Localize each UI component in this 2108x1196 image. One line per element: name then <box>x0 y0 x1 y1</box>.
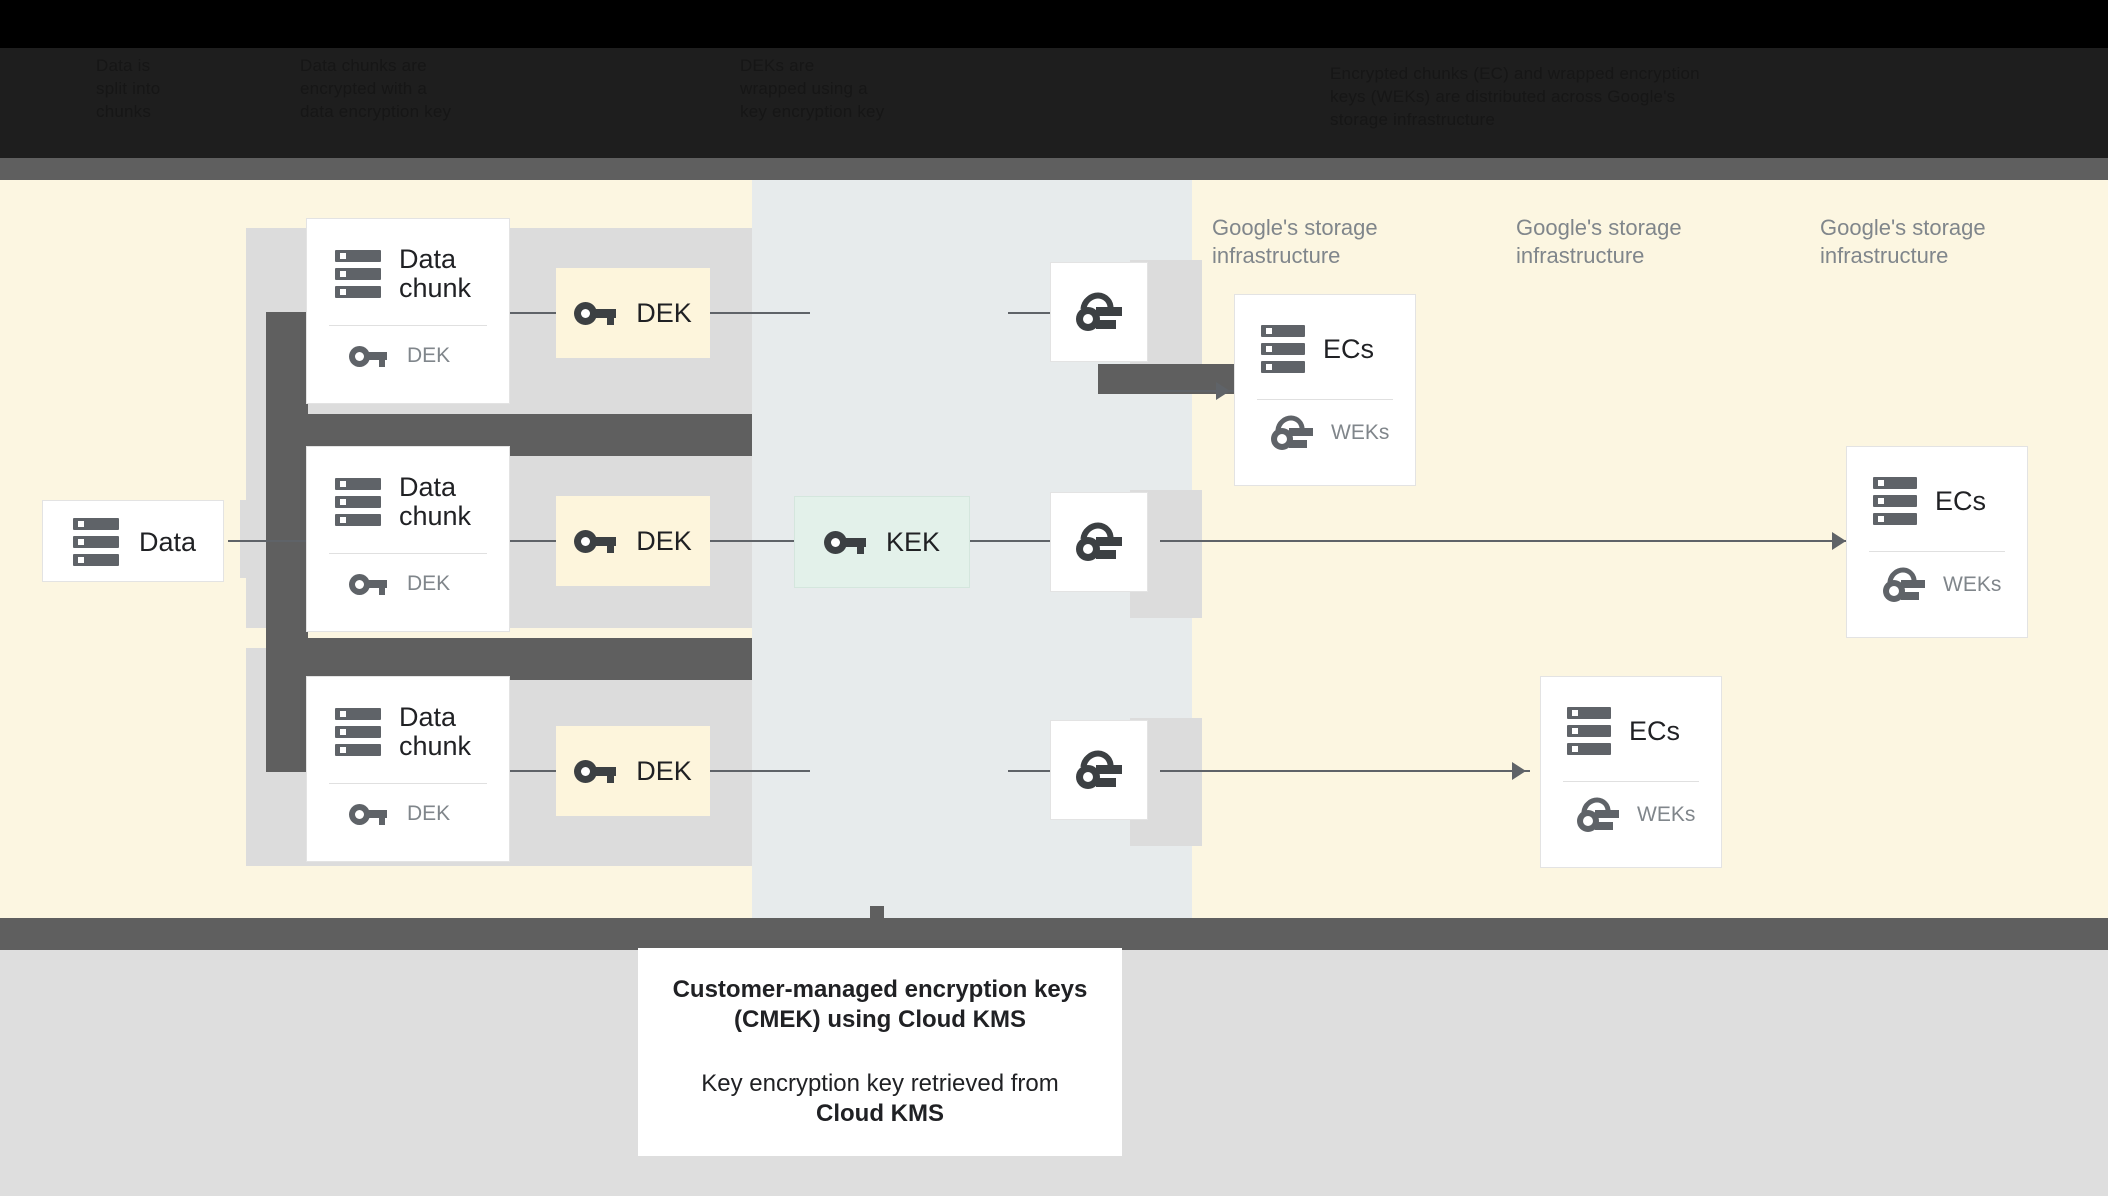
wrapped-key-icon <box>1575 791 1619 833</box>
card-data-chunk-2[interactable]: Data chunk DEK <box>306 446 510 632</box>
card-storage-key-label: WEKs <box>1637 803 1696 826</box>
caption-body-line2: Cloud KMS <box>816 1100 944 1127</box>
server-icon <box>335 250 381 298</box>
card-data-chunk-label: Data chunk <box>399 244 472 303</box>
annotation-text-4: Encrypted chunks (EC) and wrapped encryp… <box>1330 64 1700 129</box>
annotation-text-2: Data chunks are encrypted with a data en… <box>300 56 452 121</box>
key-icon <box>574 301 617 325</box>
chip-dek-label: DEK <box>636 755 692 786</box>
card-storage-1[interactable]: ECs WEKs <box>1234 294 1416 486</box>
wrapped-key-icon <box>1073 515 1122 563</box>
connector-wek3-store3 <box>1160 770 1530 772</box>
connector-wek2-store2 <box>1160 540 1850 542</box>
card-data-chunk-label: Data chunk <box>399 472 472 531</box>
chip-wrapped-key-1[interactable] <box>1050 262 1148 362</box>
annotation-text-3: DEKs are wrapped using a key encryption … <box>740 56 885 121</box>
chip-kek-label: KEK <box>885 526 941 557</box>
server-icon <box>1261 325 1305 373</box>
card-storage-3[interactable]: ECs WEKs <box>1540 676 1722 868</box>
key-icon <box>574 759 617 783</box>
chip-wrapped-key-3[interactable] <box>1050 720 1148 820</box>
card-storage-label: ECs <box>1935 485 1987 516</box>
card-divider <box>1563 781 1699 782</box>
wrapped-key-icon <box>1881 561 1925 603</box>
card-data-chunk-1[interactable]: Data chunk DEK <box>306 218 510 404</box>
footer-grey-rule <box>0 918 2108 950</box>
caption-card: Customer-managed encryption keys (CMEK) … <box>638 948 1122 1156</box>
annotation-overlay-bar: Data is split into chunks Data chunks ar… <box>0 0 2108 170</box>
server-icon <box>335 708 381 756</box>
storage-label-2: Google's storage infrastructure <box>1516 215 1682 268</box>
card-storage-key-label: WEKs <box>1943 573 2002 596</box>
caption-body: Key encryption key retrieved from Cloud … <box>701 1069 1058 1129</box>
key-icon <box>574 529 617 553</box>
card-data-chunk-key-label: DEK <box>407 572 451 595</box>
wrapped-key-icon <box>1073 743 1122 791</box>
chip-dek-3[interactable]: DEK <box>556 726 710 816</box>
card-data-chunk-key-label: DEK <box>407 802 451 825</box>
caption-body-line1: Key encryption key retrieved from <box>701 1070 1059 1097</box>
overlay-bracket-arm-2 <box>266 638 752 680</box>
card-data-chunk-key-label: DEK <box>407 344 451 367</box>
arrow-store3 <box>1512 762 1526 780</box>
card-divider <box>329 325 487 326</box>
card-divider <box>329 783 487 784</box>
connector-kek-wek3 <box>1008 770 1050 772</box>
card-data-source[interactable]: Data <box>42 500 224 582</box>
chip-dek-label: DEK <box>636 525 692 556</box>
key-icon <box>349 803 387 825</box>
overlay-bracket-vertical <box>266 312 308 772</box>
card-data-chunk-label: Data chunk <box>399 702 472 761</box>
connector-kek-wek2 <box>968 540 1050 542</box>
chip-dek-2[interactable]: DEK <box>556 496 710 586</box>
server-icon <box>335 478 381 526</box>
chip-wrapped-key-2[interactable] <box>1050 492 1148 592</box>
annotation-overlay-band <box>0 48 2108 158</box>
server-icon <box>73 518 119 566</box>
card-data-chunk-3[interactable]: Data chunk DEK <box>306 676 510 862</box>
card-divider <box>329 553 487 554</box>
connector-wek1-store1 <box>1160 390 1234 392</box>
card-divider <box>1257 399 1393 400</box>
connector-dek3-wek <box>710 770 810 772</box>
arrow-store2 <box>1832 532 1846 550</box>
card-storage-label: ECs <box>1323 333 1375 364</box>
server-icon <box>1567 707 1611 755</box>
annotation-text-1: Data is split into chunks <box>96 56 161 121</box>
server-icon <box>1873 477 1917 525</box>
card-storage-label: ECs <box>1629 715 1681 746</box>
wrapped-key-icon <box>1073 285 1122 333</box>
card-divider <box>1869 551 2005 552</box>
caption-title: Customer-managed encryption keys (CMEK) … <box>672 976 1088 1033</box>
key-icon <box>349 345 387 367</box>
card-storage-2[interactable]: ECs WEKs <box>1846 446 2028 638</box>
overlay-tick <box>870 906 884 920</box>
key-icon <box>349 573 387 595</box>
wrapped-key-icon <box>1269 409 1313 451</box>
header-grey-rule <box>0 158 2108 180</box>
connector-dek2-wek <box>710 540 810 542</box>
connector-source-to-chunks <box>228 540 348 542</box>
chip-kek[interactable]: KEK <box>794 496 970 588</box>
chip-dek-1[interactable]: DEK <box>556 268 710 358</box>
chip-dek-label: DEK <box>636 297 692 328</box>
storage-label-1: Google's storage infrastructure <box>1212 215 1378 268</box>
storage-label-3: Google's storage infrastructure <box>1820 215 1986 268</box>
arrow-store1 <box>1216 382 1230 400</box>
card-data-source-label: Data <box>139 526 197 557</box>
connector-kek-wek1 <box>1008 312 1050 314</box>
connector-dek1-wek <box>710 312 810 314</box>
card-storage-key-label: WEKs <box>1331 421 1390 444</box>
key-icon <box>823 530 866 554</box>
